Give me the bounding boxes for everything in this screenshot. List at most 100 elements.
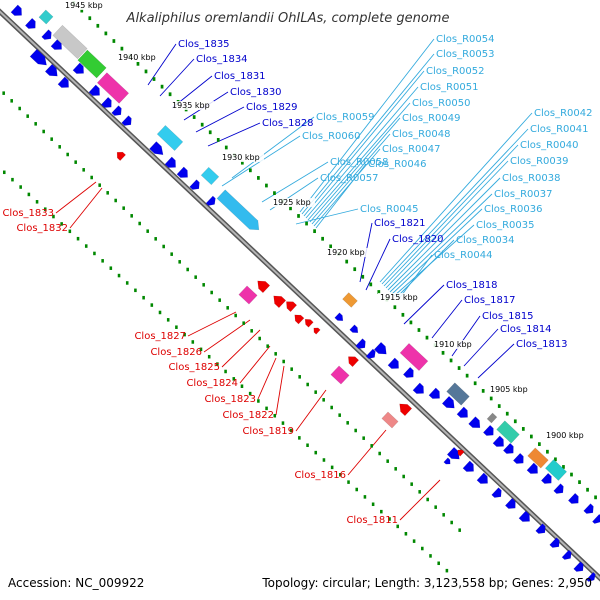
- tick-mark: [586, 487, 589, 492]
- tick-mark: [242, 321, 245, 325]
- tick-mark: [412, 539, 416, 543]
- tick-mark: [170, 252, 173, 256]
- tick-mark: [306, 382, 309, 387]
- kbp-label: 1940 kbp: [118, 53, 156, 62]
- tick-mark: [98, 183, 101, 187]
- tick-mark: [421, 546, 424, 551]
- tick-mark: [134, 288, 137, 293]
- gene-feature: [330, 365, 350, 385]
- feature-track: [10, 4, 600, 582]
- gene-feature: [512, 452, 524, 464]
- tick-mark: [481, 389, 485, 393]
- gene-feature: [24, 17, 36, 29]
- tick-mark: [289, 428, 293, 433]
- gene-feature: [205, 195, 216, 206]
- connector-line: [313, 148, 381, 227]
- gene-feature: [535, 523, 546, 534]
- gene-feature: [52, 24, 88, 60]
- tick-mark: [570, 472, 573, 477]
- tick-mark: [290, 367, 293, 371]
- tick-mark: [393, 305, 397, 310]
- tick-mark: [240, 384, 244, 388]
- connector-line: [257, 357, 277, 400]
- gene-feature: [38, 9, 54, 25]
- tick-mark: [216, 138, 220, 142]
- gene-feature: [502, 442, 514, 454]
- tick-mark: [330, 405, 333, 410]
- gene-feature: [373, 341, 387, 355]
- gene-label: Clos_1813: [516, 339, 568, 350]
- gene-feature: [273, 295, 287, 309]
- gene-feature: [540, 472, 552, 484]
- connector-line: [295, 208, 359, 225]
- gene-feature: [365, 348, 376, 359]
- gene-feature: [100, 96, 112, 108]
- gene-feature: [457, 449, 465, 457]
- tick-mark: [363, 495, 367, 499]
- gene-feature: [573, 561, 584, 572]
- connector-line: [403, 284, 445, 325]
- tick-tracks: [2, 1, 597, 573]
- connector-line: [299, 38, 435, 213]
- gene-feature: [57, 76, 69, 88]
- gene-label: Clos_1830: [230, 87, 282, 98]
- tick-mark: [35, 200, 39, 204]
- tick-mark: [521, 427, 525, 431]
- tick-mark: [43, 207, 47, 211]
- gene-label: Clos_1820: [392, 234, 444, 245]
- gene-feature: [349, 324, 359, 334]
- tick-mark: [194, 275, 197, 279]
- connector-line: [207, 122, 261, 147]
- tick-mark: [361, 274, 365, 279]
- tick-mark: [248, 391, 252, 396]
- connector-line: [389, 193, 493, 293]
- tick-mark: [425, 335, 429, 340]
- gene-label: Clos_R0039: [510, 156, 569, 167]
- tick-mark: [529, 434, 533, 439]
- gene-feature: [496, 420, 520, 444]
- gene-label: Clos_1819: [242, 426, 294, 437]
- gene-feature: [44, 63, 58, 77]
- connector-line: [195, 106, 245, 133]
- tick-mark: [322, 458, 326, 462]
- tick-mark: [594, 495, 597, 500]
- tick-mark: [329, 244, 333, 249]
- gene-feature: [549, 537, 560, 548]
- gene-feature: [238, 285, 258, 305]
- tick-mark: [273, 413, 277, 418]
- gene-label: Clos_R0047: [382, 144, 441, 155]
- tick-mark: [429, 554, 432, 558]
- tick-mark: [114, 198, 117, 203]
- tick-mark: [224, 369, 227, 374]
- tick-mark: [289, 206, 292, 211]
- gene-label: Clos_R0037: [494, 189, 553, 200]
- tick-mark: [19, 185, 22, 189]
- tick-mark: [192, 115, 196, 119]
- tick-mark: [142, 295, 145, 300]
- gene-label: Clos_R0049: [402, 113, 461, 124]
- tick-mark: [437, 561, 440, 566]
- tick-mark: [175, 325, 178, 329]
- gene-label: Clos_1822: [222, 410, 274, 421]
- tick-mark: [274, 352, 277, 356]
- connector-line: [275, 365, 285, 416]
- tick-mark: [200, 122, 204, 127]
- gene-feature: [111, 105, 122, 116]
- connector-line: [305, 86, 419, 219]
- gene-label: Clos_R0051: [420, 82, 479, 93]
- tick-mark: [178, 260, 181, 264]
- tick-mark: [330, 465, 334, 470]
- tick-mark: [138, 221, 141, 226]
- gene-label: Clos_R0044: [434, 250, 493, 261]
- gene-feature: [216, 189, 260, 231]
- tick-mark: [2, 170, 6, 175]
- tick-mark: [370, 444, 373, 448]
- connector-lines: [55, 38, 533, 521]
- gene-feature: [399, 343, 429, 371]
- gene-feature: [381, 411, 399, 429]
- gene-feature: [446, 446, 460, 460]
- gene-label: Clos_1824: [186, 378, 238, 389]
- connector-line: [347, 429, 387, 476]
